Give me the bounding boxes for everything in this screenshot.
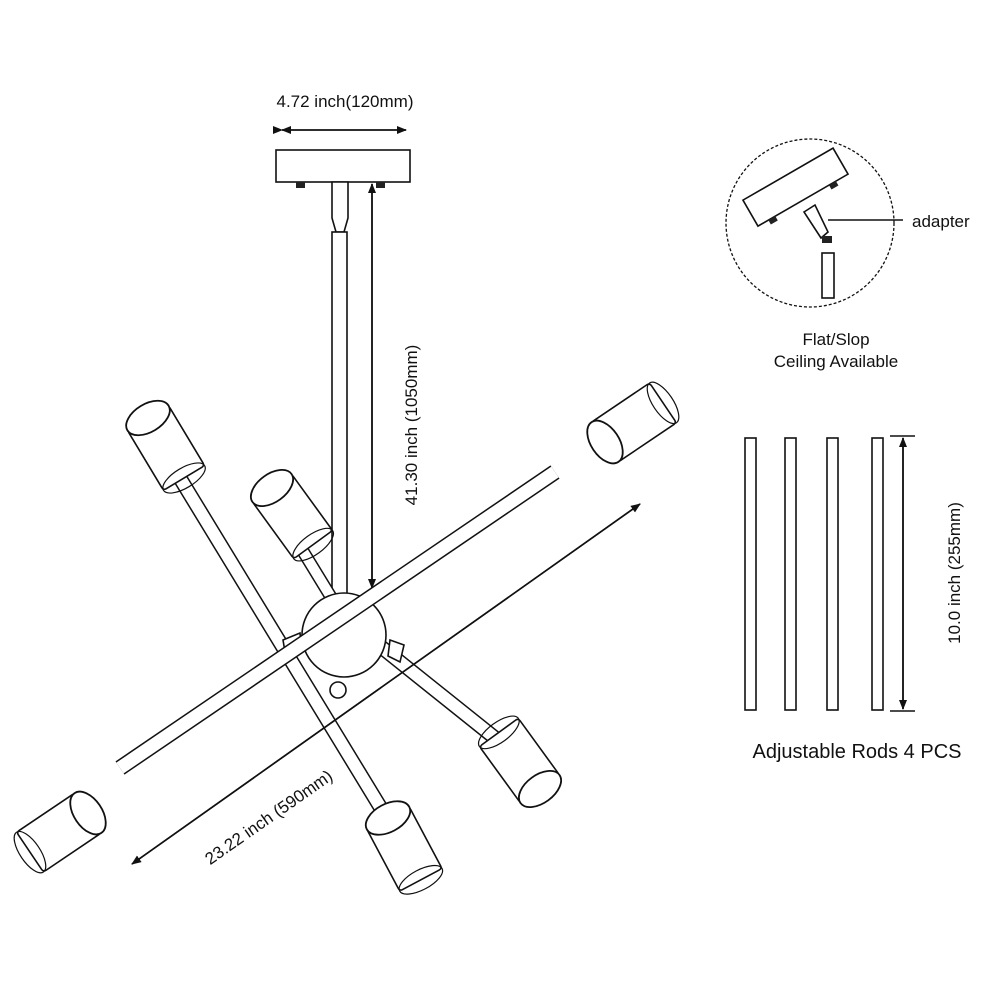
rod-2 (784, 437, 797, 711)
ceiling-canopy (275, 149, 411, 233)
lamp-socket-small (243, 461, 340, 568)
arm-lower-right (355, 624, 515, 756)
detail-dashed-circle (725, 138, 895, 308)
adapter-part (802, 203, 829, 240)
lamp-socket-upper-left (119, 392, 211, 500)
adjustable-rods: 10.0 inch (255mm) Adjustable Rods 4 PCS (744, 435, 964, 763)
lamp-socket-lower-left (7, 784, 114, 879)
height-dimension: 41.30 inch (1050mm) (368, 183, 421, 589)
detail-caption-line2: Ceiling Available (774, 352, 898, 371)
rod-4 (871, 437, 884, 711)
detail-caption-line1: Flat/Slop (802, 330, 869, 349)
height-label: 41.30 inch (1050mm) (402, 345, 421, 506)
rod-length-label: 10.0 inch (255mm) (945, 502, 964, 644)
canopy-width-label: 4.72 inch(120mm) (276, 92, 413, 111)
adapter-label: adapter (912, 212, 970, 231)
canopy-width-dimension: 4.72 inch(120mm) (273, 92, 414, 134)
lamp-socket-upper-right (579, 376, 686, 471)
rod-3 (826, 437, 839, 711)
lamp-socket-bottom (359, 793, 448, 901)
stem-rod (331, 231, 348, 601)
sloped-ceiling-detail: adapter Flat/Slop Ceiling Available (725, 138, 970, 371)
span-label: 23.22 inch (590mm) (201, 766, 336, 868)
rod-1 (744, 437, 757, 711)
arm-long-diagonal (115, 465, 560, 775)
rods-caption: Adjustable Rods 4 PCS (752, 741, 961, 763)
